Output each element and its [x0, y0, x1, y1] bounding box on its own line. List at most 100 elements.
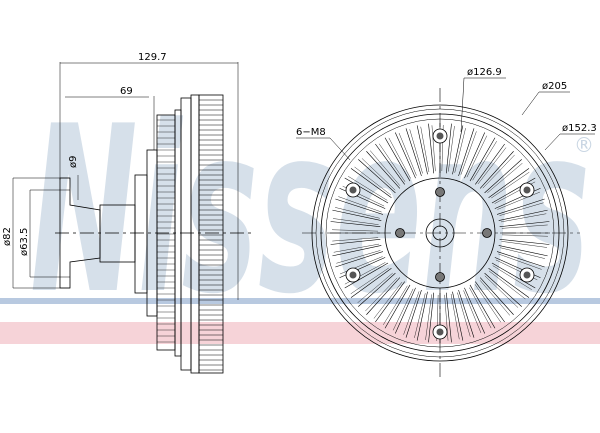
- fin: [484, 159, 522, 194]
- fin: [330, 221, 381, 228]
- fin: [452, 125, 464, 175]
- fin-edge: [388, 137, 411, 179]
- fin-edge: [332, 218, 379, 225]
- fin-edge: [425, 294, 432, 341]
- fin-edge: [484, 275, 519, 308]
- fin-edge: [332, 229, 379, 232]
- fin-edge: [454, 128, 466, 173]
- fin: [479, 151, 514, 189]
- fin-edge: [469, 287, 492, 329]
- fin-edge: [501, 241, 548, 248]
- fin-edge: [409, 129, 423, 174]
- fin: [428, 123, 435, 174]
- fin-edge: [450, 293, 460, 340]
- fin-edge: [488, 270, 526, 300]
- fin-edge: [448, 125, 455, 172]
- dim-flange-dia: ø82: [2, 227, 13, 246]
- fin-edge: [499, 202, 544, 216]
- thread-hole: [435, 272, 445, 282]
- dim-hub-length: 69: [120, 86, 133, 97]
- fin: [488, 168, 530, 198]
- fin: [350, 268, 392, 298]
- fin: [330, 238, 381, 245]
- fin-edge: [466, 135, 488, 178]
- fin: [344, 177, 389, 204]
- bolt-hole-center: [349, 271, 357, 279]
- fin-edge: [336, 250, 381, 264]
- fin: [498, 245, 548, 257]
- fin-edge: [472, 141, 497, 181]
- fin-edge: [379, 143, 406, 182]
- fin-edge: [392, 288, 414, 331]
- fin-edge: [457, 292, 471, 337]
- fin: [416, 291, 428, 341]
- fin: [405, 128, 422, 177]
- fin-edge: [365, 277, 398, 312]
- fin: [496, 251, 545, 268]
- dim-pilot-dia: ø63.5: [19, 228, 30, 256]
- dim-overall-length: 129.7: [138, 52, 167, 63]
- fin: [358, 272, 396, 307]
- fin-edge: [460, 131, 477, 175]
- fin-edge: [487, 163, 523, 194]
- fin-edge: [431, 125, 436, 172]
- fin: [491, 262, 536, 289]
- fin-edge: [463, 290, 482, 334]
- fin: [405, 289, 422, 338]
- dim-hole-dia: ø9: [68, 156, 79, 168]
- fin: [394, 287, 416, 334]
- fin-edge: [333, 243, 380, 253]
- fin: [452, 291, 464, 341]
- fin-edge: [420, 126, 430, 173]
- fin: [491, 177, 536, 204]
- fin: [464, 287, 486, 334]
- fin: [499, 221, 550, 228]
- fin: [350, 168, 392, 198]
- fin-edge: [398, 132, 417, 176]
- fin: [344, 262, 389, 289]
- dim-outer-dia: ø205: [542, 81, 567, 92]
- side-view: 129.7 69 ø9 ø82 ø63.5: [2, 52, 255, 374]
- fin-edge: [357, 272, 393, 303]
- fin-edge: [361, 158, 396, 191]
- dim-bolt-circle: ø126.9: [467, 67, 502, 78]
- watermark: Nissens ®: [0, 78, 600, 345]
- fin: [332, 209, 382, 221]
- fin: [469, 284, 496, 329]
- bolt-hole-center: [523, 186, 531, 194]
- watermark-stripe-blue: [0, 298, 600, 304]
- fin: [488, 268, 530, 298]
- fin-edge: [414, 293, 426, 338]
- fin-edge: [373, 281, 403, 319]
- fin: [358, 159, 396, 194]
- registered-mark: ®: [574, 133, 594, 157]
- fin: [475, 281, 505, 323]
- fin: [428, 292, 435, 343]
- fin-edge: [354, 166, 392, 196]
- thread-hole: [482, 228, 492, 238]
- dim-inner-dia: ø152.3: [562, 123, 597, 134]
- fin-edge: [477, 147, 507, 185]
- fin: [499, 238, 550, 245]
- fin: [445, 292, 452, 343]
- fin-edge: [501, 234, 548, 237]
- bolt-hole-center: [523, 271, 531, 279]
- fin: [375, 143, 405, 185]
- bolt-hole-center: [349, 186, 357, 194]
- fin: [469, 137, 496, 182]
- fin: [375, 281, 405, 323]
- fin: [479, 277, 514, 315]
- fin-edge: [335, 207, 380, 219]
- fin: [332, 245, 382, 257]
- fin: [416, 125, 428, 175]
- fin-edge: [497, 191, 541, 210]
- bolt-hole-center: [436, 132, 444, 140]
- fin-edge: [491, 172, 530, 199]
- fin: [335, 251, 384, 268]
- fin-edge: [492, 265, 532, 290]
- fin-edge: [403, 291, 420, 335]
- fin-edge: [383, 285, 408, 325]
- fin-edge: [350, 267, 389, 294]
- fin: [394, 132, 416, 179]
